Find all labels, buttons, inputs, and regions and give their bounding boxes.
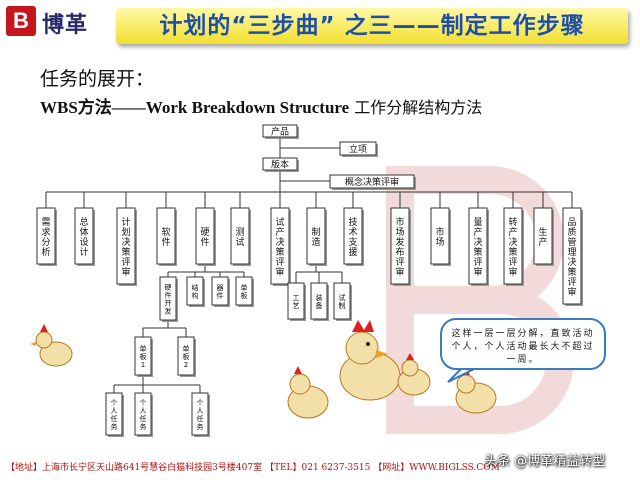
node-level1: 品质管理决策评审 — [562, 207, 583, 306]
node-level1: 生产 — [533, 207, 554, 266]
node-personal-task: 个人任务 — [134, 392, 153, 437]
logo-text: 博革 — [42, 13, 89, 38]
node-level1-label: 品质管理决策评审 — [567, 217, 576, 298]
slide-title-banner: 计划的“三步曲” 之三——制定工作步骤 — [116, 8, 628, 44]
node-level1-label: 生产 — [538, 226, 547, 248]
node-personal-task: 个人任务 — [105, 392, 124, 437]
source-credit: 头条 @博革精益转型 — [484, 454, 606, 469]
node-level1-label: 转产决策评审 — [508, 216, 517, 278]
subtitle: 任务的展开： — [40, 68, 155, 90]
wbs-suffix: 工作分解结构方法 — [349, 98, 483, 117]
node-level1-label: 测试 — [235, 227, 244, 248]
node-level1-label: 计划决策评审 — [121, 216, 130, 278]
node-level1-label: 硬件 — [200, 227, 209, 248]
node-personal-task-label: 个人任务 — [111, 399, 118, 431]
node-level1: 硬件 — [195, 207, 216, 266]
node-hardware-child-label: 单板 — [241, 283, 248, 300]
node-side-approval: 立项 — [339, 141, 378, 157]
node-hardware-child-label: 硬件开发 — [165, 284, 172, 316]
node-level1: 计划决策评审 — [116, 207, 137, 286]
node-side-concept: 概念决策评审 — [329, 174, 416, 190]
node-manufacturing-child: 装备 — [310, 282, 329, 321]
node-hardware-child: 硬件开发 — [159, 276, 178, 322]
node-personal-task: 个人任务 — [191, 392, 210, 437]
node-manufacturing-child-label: 试制 — [339, 293, 346, 310]
slide-title: 计划的“三步曲” 之三——制定工作步骤 — [159, 13, 585, 39]
node-level1: 制造 — [306, 207, 327, 266]
node-hardware-child: 结构 — [186, 276, 205, 307]
node-hardware-child: 器件 — [211, 276, 230, 307]
node-version: 版本 — [262, 157, 299, 172]
node-hardware-child: 单板 — [235, 276, 254, 307]
node-level1-label: 市场发布评审 — [395, 216, 404, 278]
node-version-label: 版本 — [271, 159, 289, 171]
node-level1-label: 量产决策评审 — [473, 217, 482, 278]
footer-contact: 【地址】上海市长宁区天山路641号慧谷白猫科技园3号楼407室 【TEL】021… — [6, 463, 500, 473]
node-level1: 市场发布评审 — [390, 207, 411, 286]
node-manufacturing-child-label: 装备 — [316, 293, 323, 310]
node-level1-label: 总体设计 — [79, 216, 88, 258]
node-level1: 测试 — [230, 207, 251, 266]
node-level1: 需求分析 — [36, 207, 57, 266]
node-level1: 转产决策评审 — [503, 207, 524, 286]
node-manufacturing-child: 工艺 — [287, 282, 306, 321]
logo-mark: B — [6, 6, 36, 36]
node-level1-label: 市场 — [435, 226, 444, 248]
node-side-approval-label: 立项 — [349, 143, 367, 155]
wbs-heading: WBS方法——Work Breakdown Structure 工作分解结构方法 — [40, 93, 482, 118]
node-level1-label: 试产决策评审 — [275, 216, 284, 278]
node-level1: 试产决策评审 — [270, 207, 291, 286]
node-manufacturing-child: 试制 — [333, 282, 352, 321]
node-personal-task-label: 个人任务 — [140, 399, 147, 431]
node-hardware-child-label: 结构 — [192, 283, 199, 300]
node-level1: 技术支援 — [343, 207, 364, 266]
node-manufacturing-child-label: 工艺 — [293, 294, 300, 310]
wbs-prefix: WBS方法—— — [40, 98, 146, 117]
tree-connectors — [46, 137, 572, 393]
node-level1-label: 制造 — [311, 226, 320, 248]
node-level1: 市场 — [430, 207, 451, 266]
node-level1: 总体设计 — [74, 207, 95, 266]
node-root-label: 产品 — [271, 126, 289, 138]
node-level1: 软件 — [156, 207, 177, 266]
node-personal-task-label: 个人任务 — [197, 399, 204, 431]
node-level1-label: 技术支援 — [348, 216, 357, 258]
company-logo: B 博革 — [6, 6, 114, 38]
level1-drops — [45, 192, 573, 208]
node-level1: 量产决策评审 — [468, 207, 489, 286]
speech-bubble: 这样一层一层分解，直致活动个人，个人活动最长大不超过一周。 — [440, 318, 606, 370]
node-hardware-child-label: 器件 — [217, 284, 224, 300]
node-level1-label: 需求分析 — [41, 217, 50, 258]
node-side-concept-label: 概念决策评审 — [345, 176, 399, 188]
node-level1-label: 软件 — [161, 226, 170, 248]
node-root: 产品 — [262, 124, 299, 139]
wbs-english: Work Breakdown Structure — [145, 98, 350, 117]
